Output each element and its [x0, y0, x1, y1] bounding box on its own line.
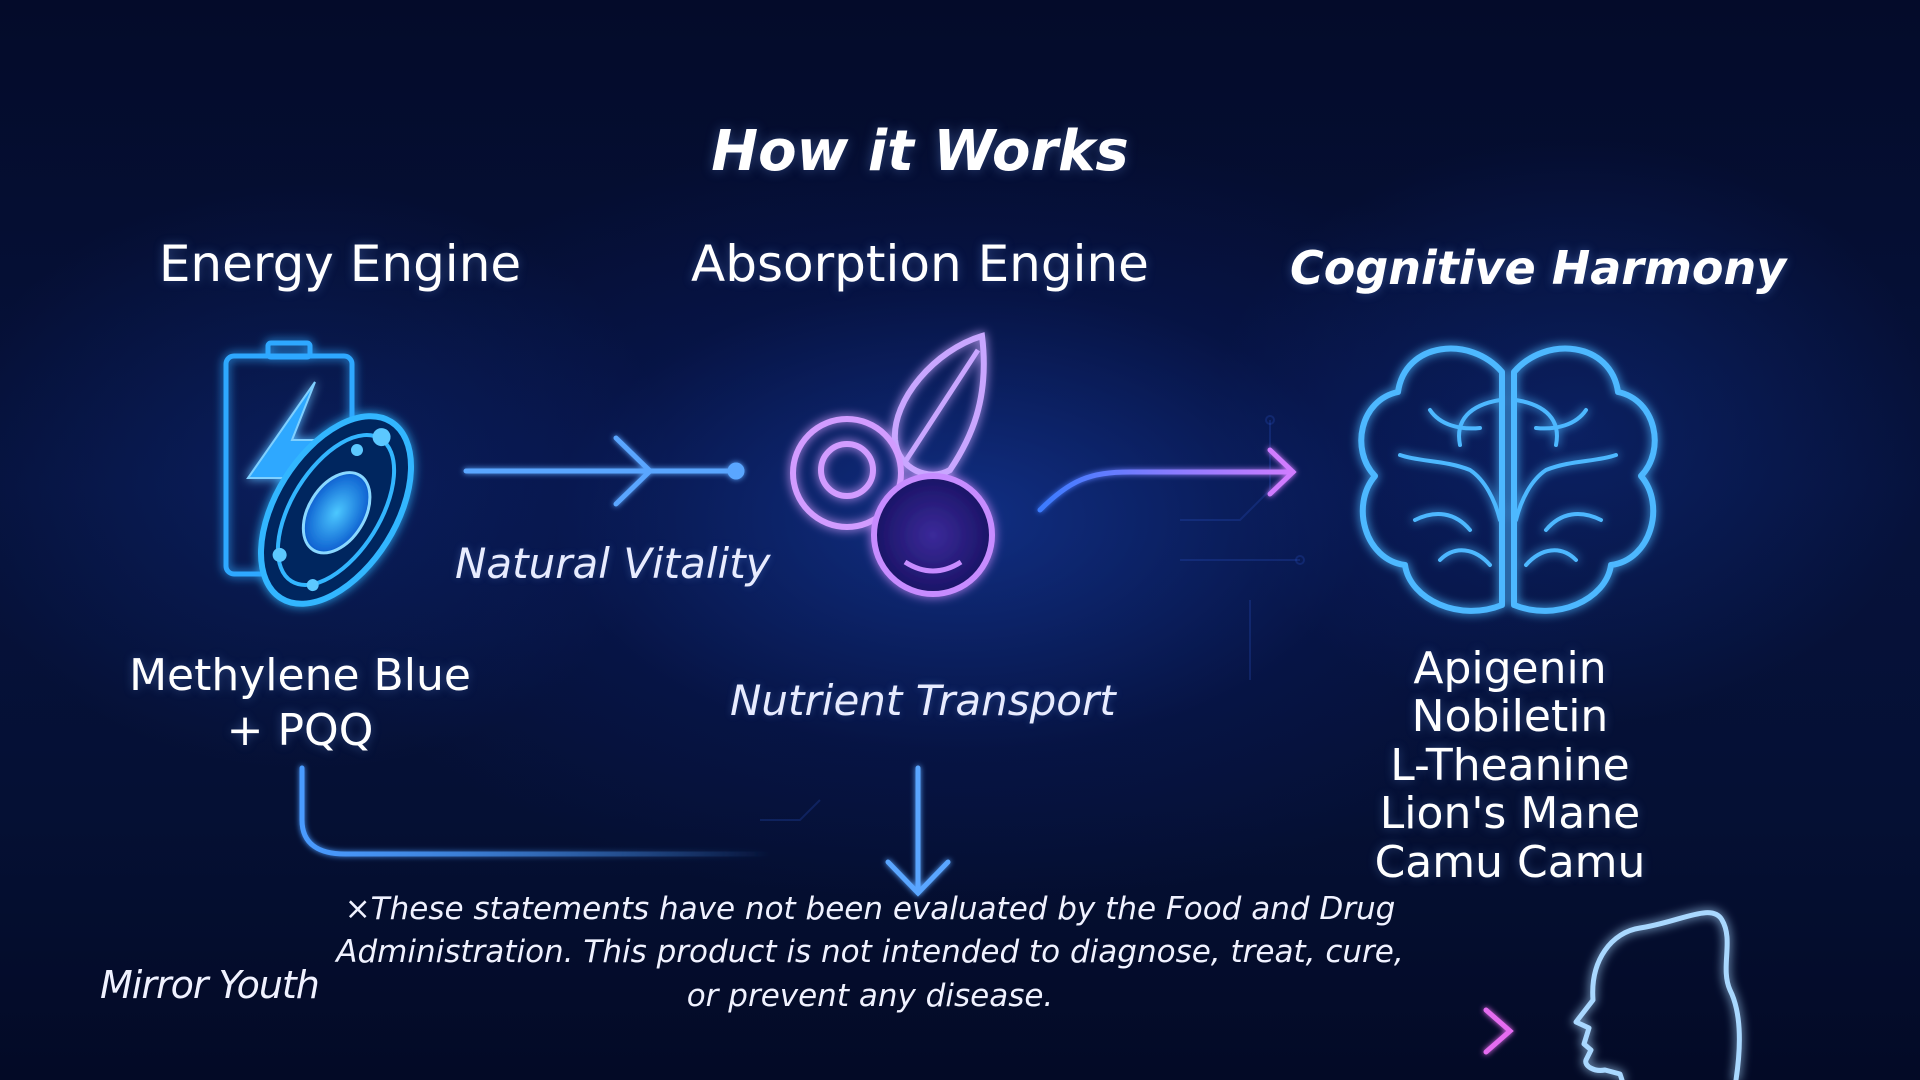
ingredient-apigenin: Apigenin [1413, 643, 1607, 694]
fda-disclaimer: ×These statements have not been evaluate… [336, 891, 1404, 1014]
ingredient-methylene-blue: Methylene Blue [129, 650, 471, 701]
berry-left-inner [818, 441, 876, 499]
heading-cognitive-harmony: Cognitive Harmony [1290, 241, 1787, 295]
label-nutrient-transport: Nutrient Transport [730, 676, 1116, 725]
ingredient-pqq: + PQQ [226, 705, 374, 756]
leaf-vein [902, 348, 981, 464]
berry-right [871, 473, 995, 597]
cognitive-ingredients: Apigenin Nobiletin L-Theanine Lion's Man… [1330, 643, 1690, 888]
energy-ingredients: Methylene Blue + PQQ [120, 648, 480, 758]
ingredient-l-theanine: L-Theanine [1390, 739, 1630, 791]
circuit-traces [760, 415, 1305, 821]
label-natural-vitality: Natural Vitality [455, 539, 771, 588]
mitochondria-core [301, 471, 372, 555]
battery-cap [265, 340, 313, 360]
heading-absorption-engine: Absorption Engine [691, 235, 1149, 293]
berry-left-outer [790, 416, 904, 530]
berry-smile [903, 559, 963, 574]
heading-energy-engine: Energy Engine [158, 235, 522, 293]
brain-icon [1358, 345, 1658, 614]
arrow-bottom-to-head [277, 1007, 1514, 1055]
page-title: How it Works [711, 119, 1129, 184]
ingredient-camu-camu: Camu Camu [1374, 836, 1646, 888]
connector-energy-loop [299, 765, 773, 857]
arrow-down-nutrient [885, 765, 951, 897]
ingredient-lions-mane: Lion's Mane [1379, 788, 1641, 840]
arrow-energy-to-absorption [463, 435, 745, 507]
label-mirror-youth: Mirror Youth [100, 963, 320, 1007]
leaf [891, 332, 987, 478]
ingredient-nobiletin: Nobiletin [1411, 691, 1609, 743]
arrow-absorption-to-cognitive [1037, 447, 1297, 513]
battery-mitochondria-icon [223, 340, 415, 607]
head-profile-icon [1573, 910, 1742, 1080]
berries-leaf-icon [790, 332, 995, 597]
